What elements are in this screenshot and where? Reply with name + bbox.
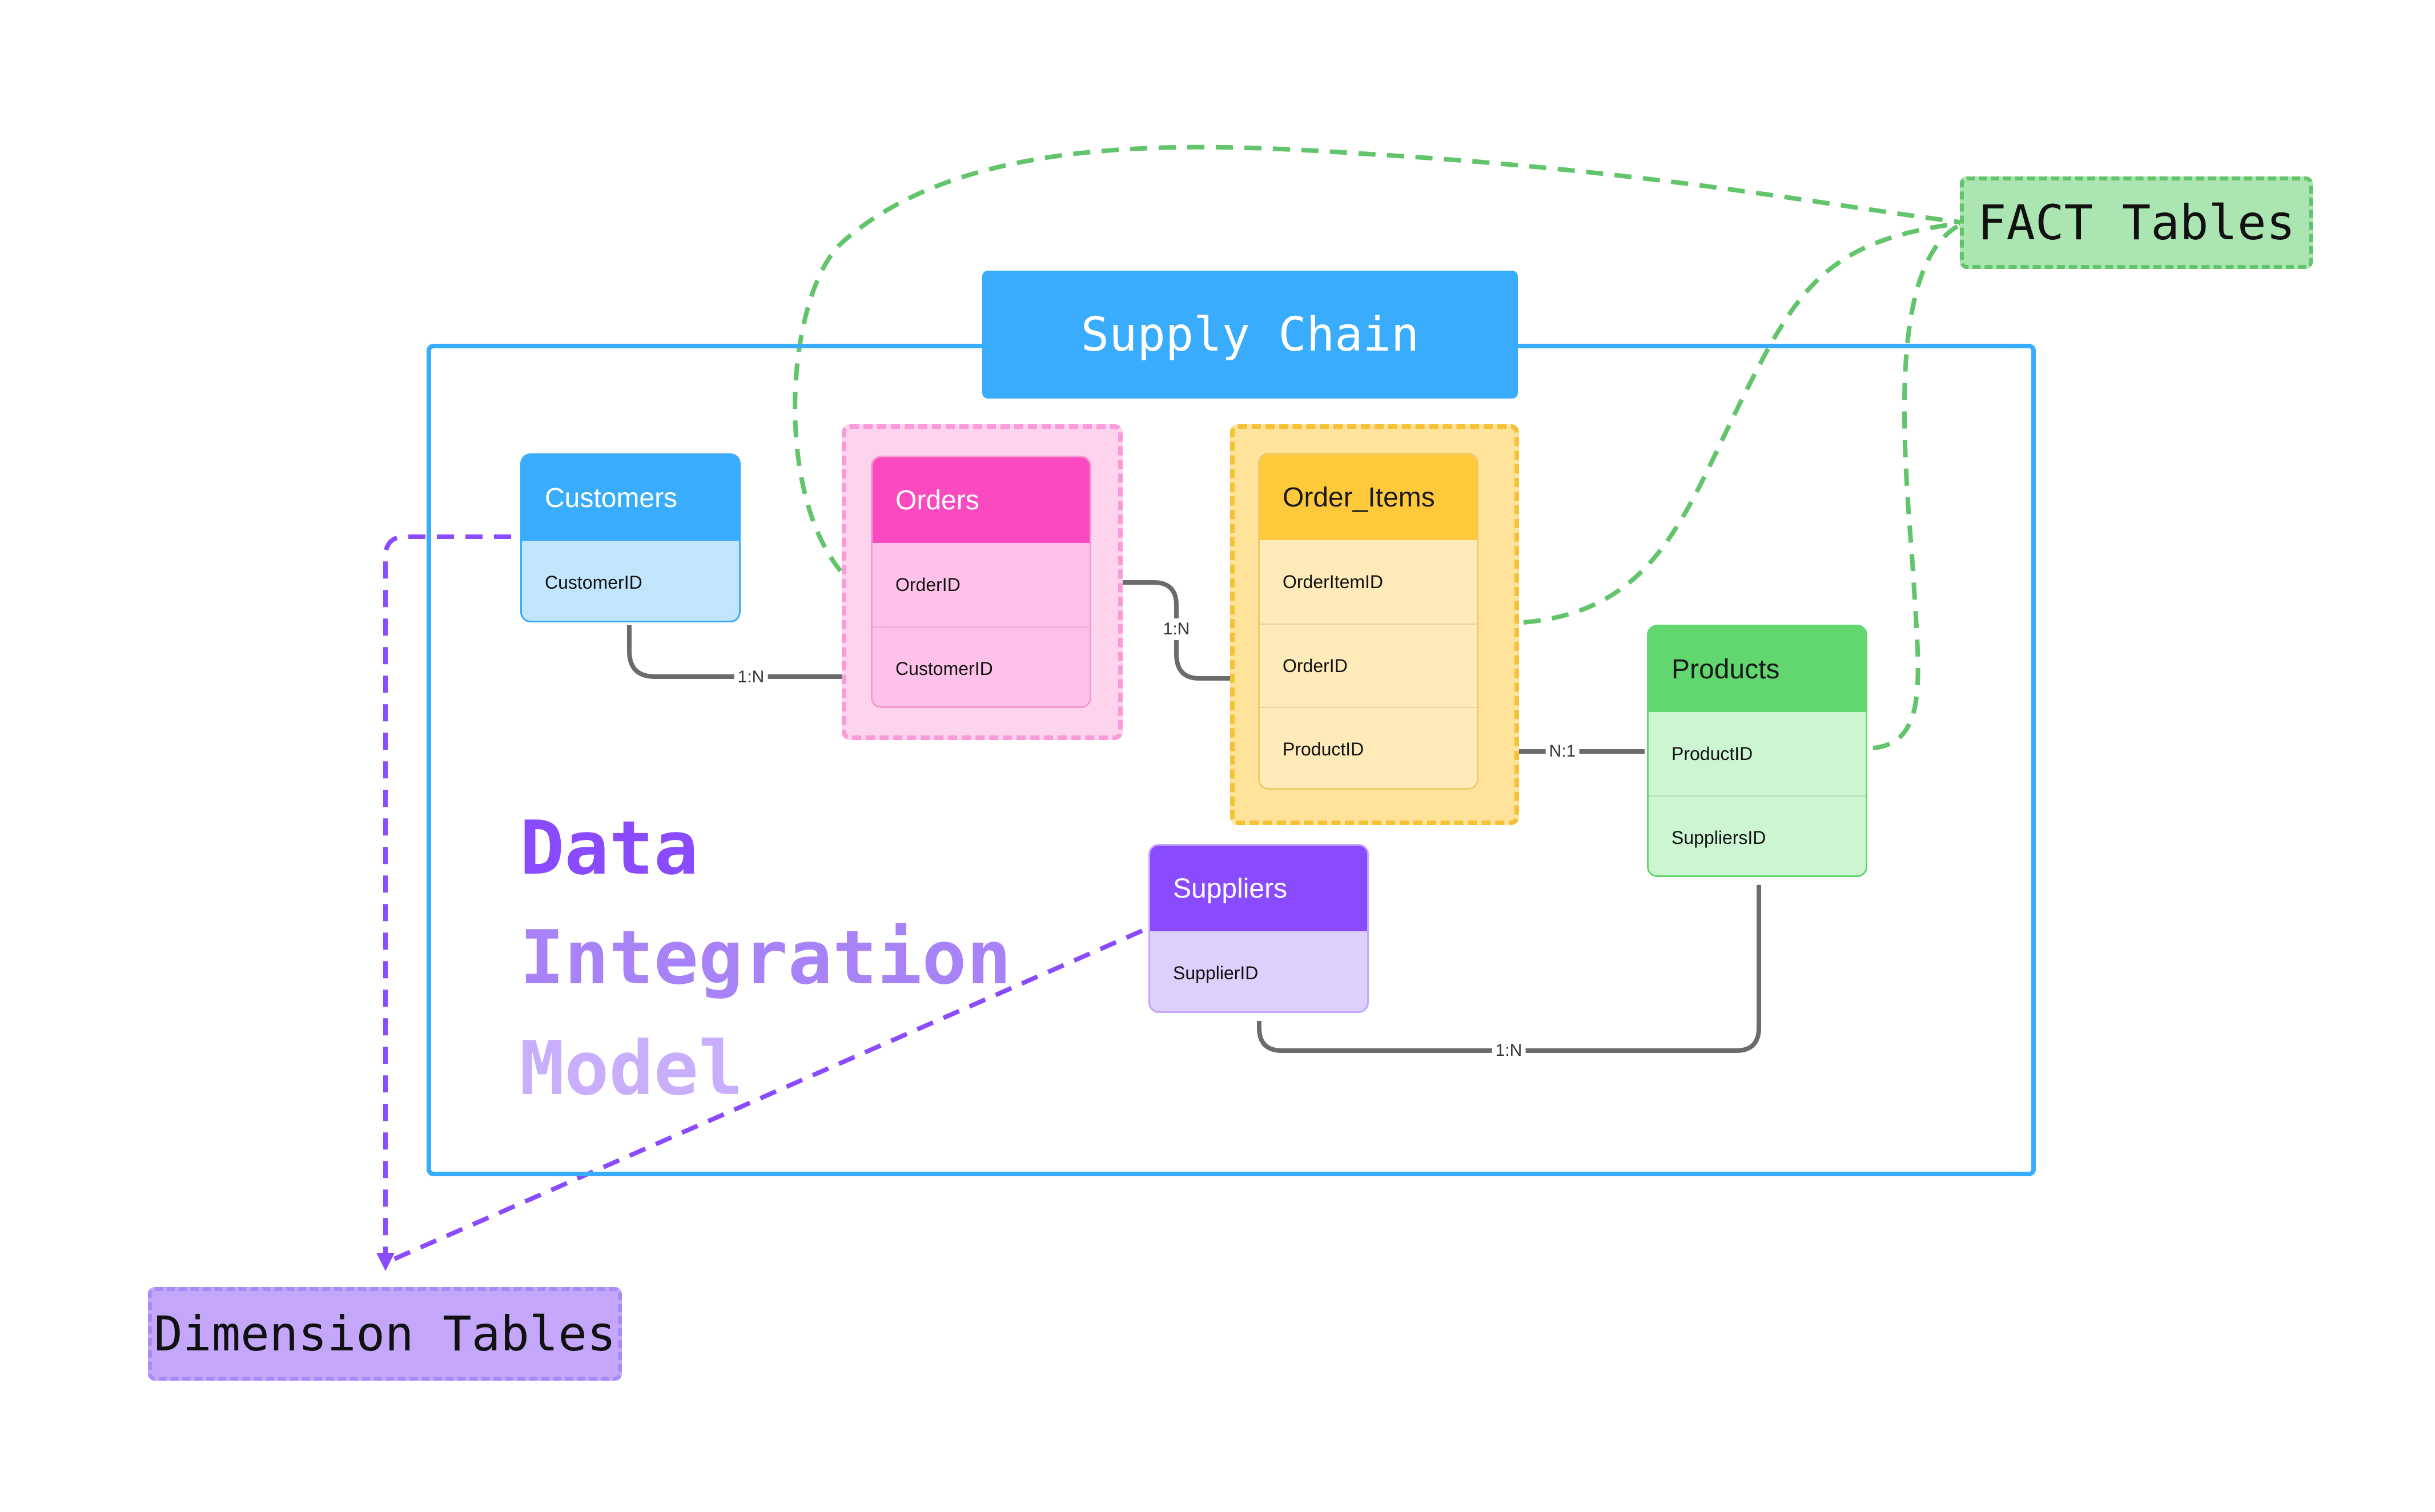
products-table-title: Products — [1649, 626, 1866, 712]
rel-line-customers-orders — [627, 625, 869, 679]
fact-link-order-items — [1523, 220, 1965, 625]
supply-chain-title: Supply Chain — [982, 271, 1518, 399]
products-field-productid: ProductID — [1671, 743, 1753, 764]
dim-link-suppliers — [393, 928, 1143, 1261]
rel-label-customers-orders: 1:N — [734, 666, 768, 688]
orders-table-title: Orders — [873, 457, 1090, 543]
suppliers-field-supplierid: SupplierID — [1173, 962, 1259, 983]
suppliers-table-title: Suppliers — [1150, 846, 1367, 931]
order-items-table-title: Order_Items — [1260, 455, 1477, 540]
title-word-model: Model — [520, 1025, 744, 1112]
order-items-field-orderitemid: OrderItemID — [1283, 571, 1384, 592]
orders-field-customerid: CustomerID — [873, 626, 1090, 706]
fact-link-products — [1873, 220, 1966, 750]
suppliers-table[interactable]: Suppliers SupplierID — [1148, 844, 1369, 1013]
orders-table[interactable]: Orders OrderID CustomerID — [871, 456, 1091, 708]
dim-link-customers — [376, 534, 511, 1271]
rel-label-orders-order-items: 1:N — [1159, 618, 1194, 640]
dimension-tables-label: Dimension Tables — [148, 1287, 622, 1381]
order-items-table[interactable]: Order_Items OrderItemID OrderID ProductI… — [1258, 453, 1478, 790]
rel-label-products-order-items: N:1 — [1545, 741, 1580, 762]
customers-table-title: Customers — [522, 455, 739, 541]
title-word-data: Data — [520, 805, 699, 891]
fact-tables-label: FACT Tables — [1960, 176, 2313, 269]
rel-label-suppliers-products: 1:N — [1492, 1040, 1526, 1061]
products-field-suppliersid: SuppliersID — [1649, 795, 1866, 875]
customers-table[interactable]: Customers CustomerID — [520, 453, 741, 622]
customers-field-customerid: CustomerID — [545, 572, 642, 593]
title-word-integration: Integration — [520, 914, 1011, 1001]
order-items-field-productid: ProductID — [1260, 707, 1477, 788]
products-table[interactable]: Products ProductID SuppliersID — [1647, 625, 1867, 877]
orders-field-orderid: OrderID — [895, 574, 961, 595]
order-items-field-orderid: OrderID — [1260, 624, 1477, 707]
